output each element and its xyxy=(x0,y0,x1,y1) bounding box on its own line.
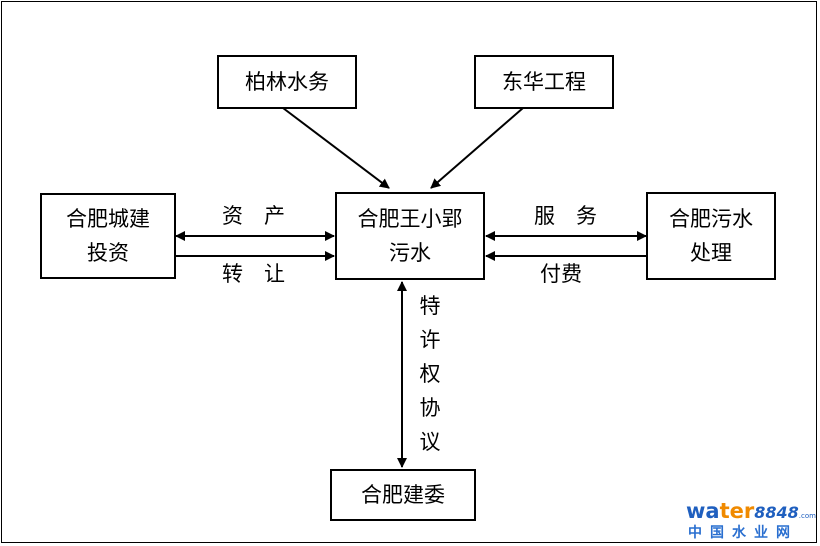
node-center-plant: 合肥王小郢 污水 xyxy=(335,192,485,280)
node-hefei-sewage-line1: 合肥污水 xyxy=(669,207,753,231)
node-hefei-sewage-line2: 处理 xyxy=(690,241,732,265)
arrow-berlin-to-center xyxy=(282,107,390,189)
node-hefei-construction-committee: 合肥建委 xyxy=(330,469,476,521)
node-hefei-sewage: 合肥污水 处理 xyxy=(646,192,776,280)
node-center-plant-line2: 污水 xyxy=(389,241,431,265)
node-berlin-water-label: 柏林水务 xyxy=(245,70,329,94)
watermark-brand: water8848.com xyxy=(686,499,816,523)
node-hefei-construction-invest-line1: 合肥城建 xyxy=(66,207,150,231)
watermark-brand-cn: 中国水业网 xyxy=(688,525,798,541)
node-hefei-construction-invest: 合肥城建 投资 xyxy=(40,193,176,279)
node-berlin-water: 柏林水务 xyxy=(217,55,357,109)
watermark-logo: water8848.com 中国水业网 xyxy=(686,500,816,541)
node-hefei-construction-invest-line2: 投资 xyxy=(87,241,129,265)
label-franchise-char: 议 xyxy=(419,430,441,454)
node-donghua-engineering-label: 东华工程 xyxy=(502,70,586,94)
label-franchise-char: 协 xyxy=(419,396,441,420)
label-franchise-char: 特 xyxy=(419,294,441,318)
node-donghua-engineering: 东华工程 xyxy=(474,55,614,109)
label-service: 服 务 xyxy=(534,204,597,228)
node-center-plant-line1: 合肥王小郢 xyxy=(357,207,463,231)
label-transfer: 转 让 xyxy=(222,262,285,286)
label-franchise: 特 许 权 协 议 xyxy=(418,289,442,459)
label-asset: 资 产 xyxy=(222,204,285,228)
label-payment: 付费 xyxy=(540,262,582,286)
node-hefei-construction-committee-label: 合肥建委 xyxy=(361,483,445,507)
arrow-donghua-to-center xyxy=(430,107,524,189)
label-franchise-char: 许 xyxy=(419,328,441,352)
label-franchise-char: 权 xyxy=(419,362,441,386)
